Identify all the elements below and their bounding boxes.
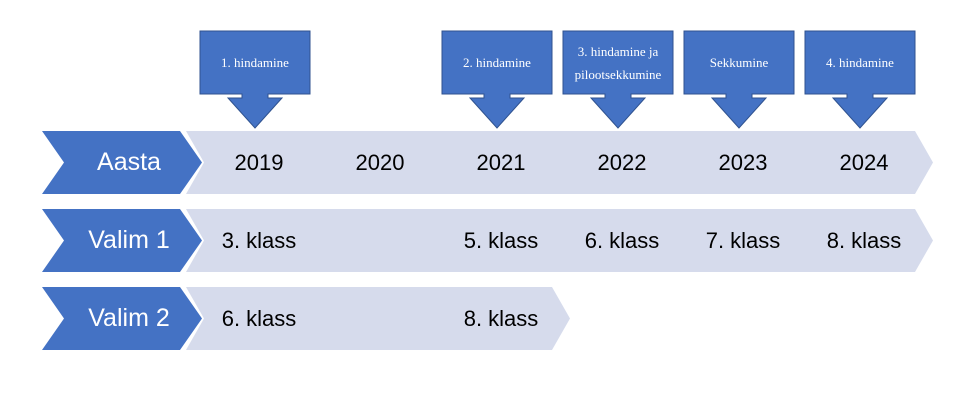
timeline-cell-label: 2020 bbox=[355, 149, 405, 175]
row-header-chevron bbox=[42, 131, 202, 194]
timeline-cell-label: 6. klass bbox=[221, 305, 297, 331]
timeline-cell-chevron bbox=[307, 209, 449, 272]
timeline-cell-label: 2023 bbox=[718, 149, 768, 175]
timeline-cell-label bbox=[325, 209, 435, 272]
callout-label: 2. hindamine bbox=[463, 55, 531, 70]
timeline-cell-label bbox=[325, 287, 435, 350]
callout-label: 3. hindamine ja pilootsekkumine bbox=[574, 43, 662, 82]
callout-arrow bbox=[441, 30, 553, 129]
timeline-cell-chevron bbox=[549, 131, 691, 194]
timeline-cell-chevron bbox=[186, 287, 328, 350]
timeline-cell-chevron bbox=[670, 131, 812, 194]
timeline-cell-chevron bbox=[670, 209, 812, 272]
timeline-cell-label: 2022 bbox=[597, 149, 647, 175]
timeline-cell-chevron bbox=[186, 209, 328, 272]
row-header-label: Valim 1 bbox=[88, 226, 170, 254]
row-header-label: Aasta bbox=[97, 148, 161, 176]
row-header-label: Valim 2 bbox=[88, 304, 170, 332]
callout-label: 1. hindamine bbox=[221, 55, 289, 70]
timeline-cell-chevron bbox=[791, 209, 933, 272]
timeline-cell-chevron bbox=[791, 131, 933, 194]
timeline-cell-chevron bbox=[428, 209, 570, 272]
timeline-cell-chevron bbox=[428, 131, 570, 194]
row-header-chevron bbox=[42, 287, 202, 350]
timeline-cell-chevron bbox=[307, 131, 449, 194]
callout-arrow bbox=[804, 30, 916, 129]
timeline-cell-label: 2021 bbox=[476, 149, 526, 175]
timeline-cell-label: 5. klass bbox=[463, 227, 539, 253]
timeline-cell-chevron bbox=[307, 287, 449, 350]
callout-arrow bbox=[683, 30, 795, 129]
row-header-chevron bbox=[42, 209, 202, 272]
timeline-cell-chevron bbox=[428, 287, 570, 350]
timeline-cell-label: 3. klass bbox=[221, 227, 297, 253]
callout-arrow bbox=[199, 30, 311, 129]
callout-arrow bbox=[562, 30, 674, 129]
timeline-cell-label: 6. klass bbox=[584, 227, 660, 253]
timeline-cell-chevron bbox=[186, 131, 328, 194]
timeline-cell-label: 2019 bbox=[234, 149, 284, 175]
timeline-cell-label: 7. klass bbox=[705, 227, 781, 253]
timeline-cell-label: 8. klass bbox=[463, 305, 539, 331]
timeline-cell-label: 8. klass bbox=[826, 227, 902, 253]
callout-label: 4. hindamine bbox=[826, 55, 894, 70]
callout-label: Sekkumine bbox=[709, 55, 769, 70]
timeline-cell-label: 2024 bbox=[839, 149, 889, 175]
timeline-cell-chevron bbox=[549, 209, 691, 272]
